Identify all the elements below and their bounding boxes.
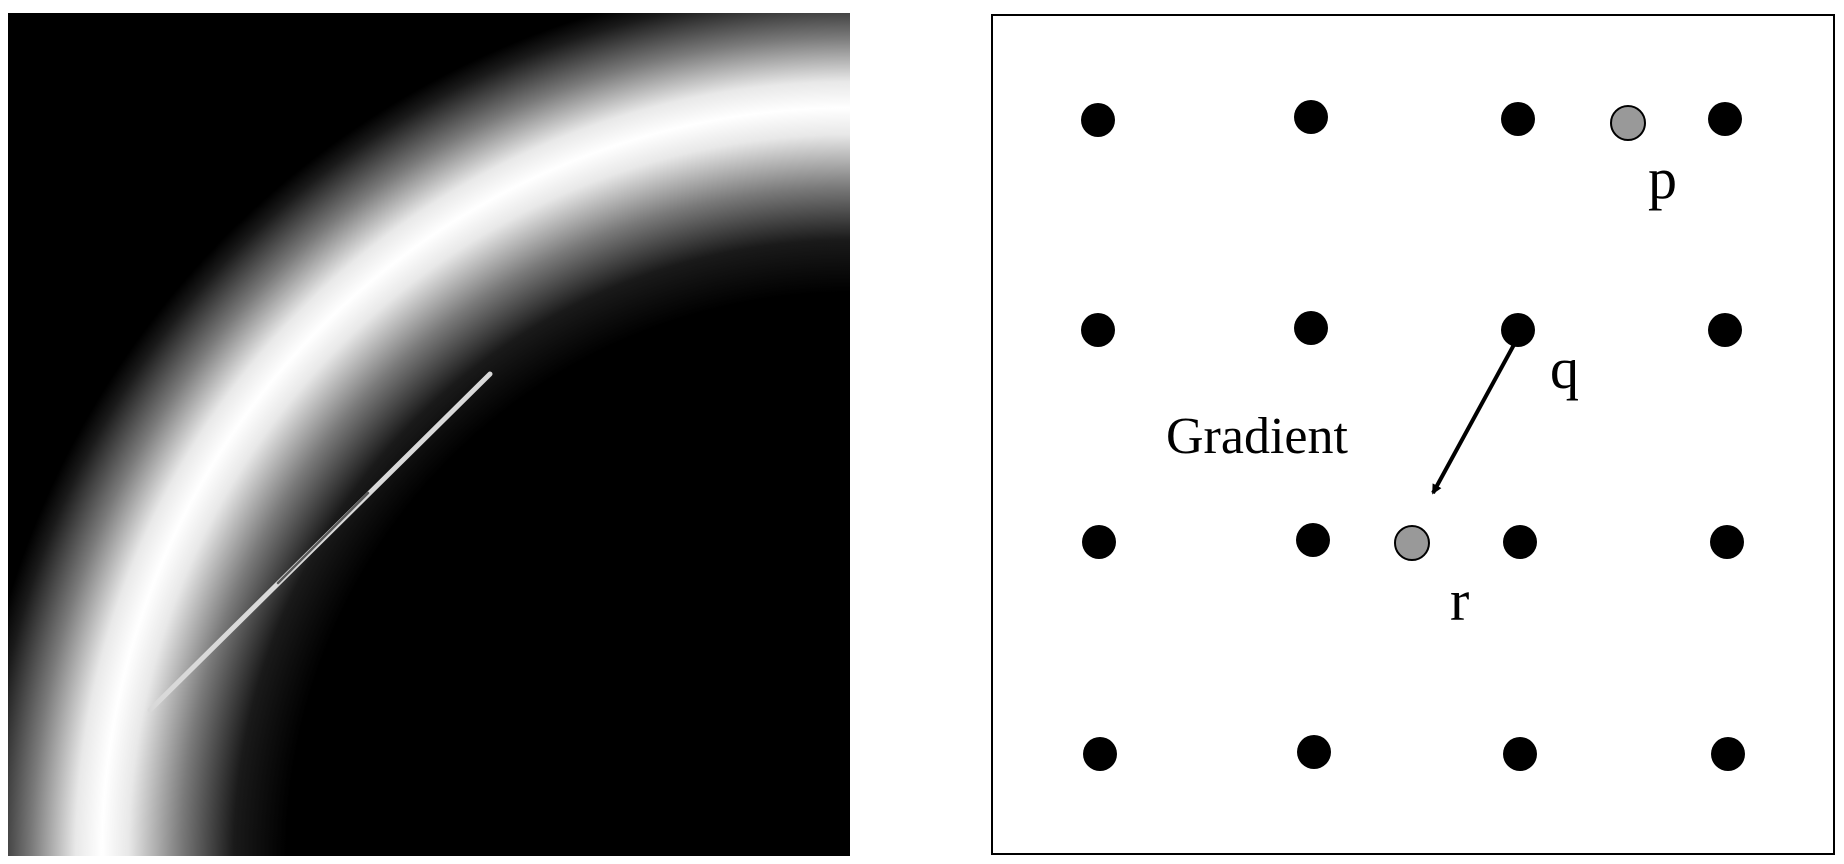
interpolated-point-r [1394,525,1430,561]
grid-point [1082,525,1116,559]
gradient-arrow [1431,340,1518,495]
grid-point [1708,102,1742,136]
grid-point [1081,103,1115,137]
grid-point [1294,100,1328,134]
grid-point [1711,737,1745,771]
grid-point [1297,735,1331,769]
nonmax-suppression-diagram: p q Gradient r [991,14,1835,855]
interpolated-point-p [1610,105,1646,141]
edge-magnitude-image [8,13,850,856]
grid-point [1081,313,1115,347]
label-r: r [1450,568,1469,633]
label-q: q [1550,336,1579,401]
grid-point [1501,102,1535,136]
gradient-direction-line-center [276,491,370,585]
grid-point [1708,313,1742,347]
grid-point [1503,737,1537,771]
grid-point [1503,525,1537,559]
label-p: p [1648,146,1677,211]
diagram-frame [991,14,1835,855]
grid-point [1083,737,1117,771]
grid-point [1296,523,1330,557]
grid-point-q [1501,313,1535,347]
label-gradient: Gradient [1166,408,1348,465]
grid-point [1710,525,1744,559]
grid-point [1294,311,1328,345]
